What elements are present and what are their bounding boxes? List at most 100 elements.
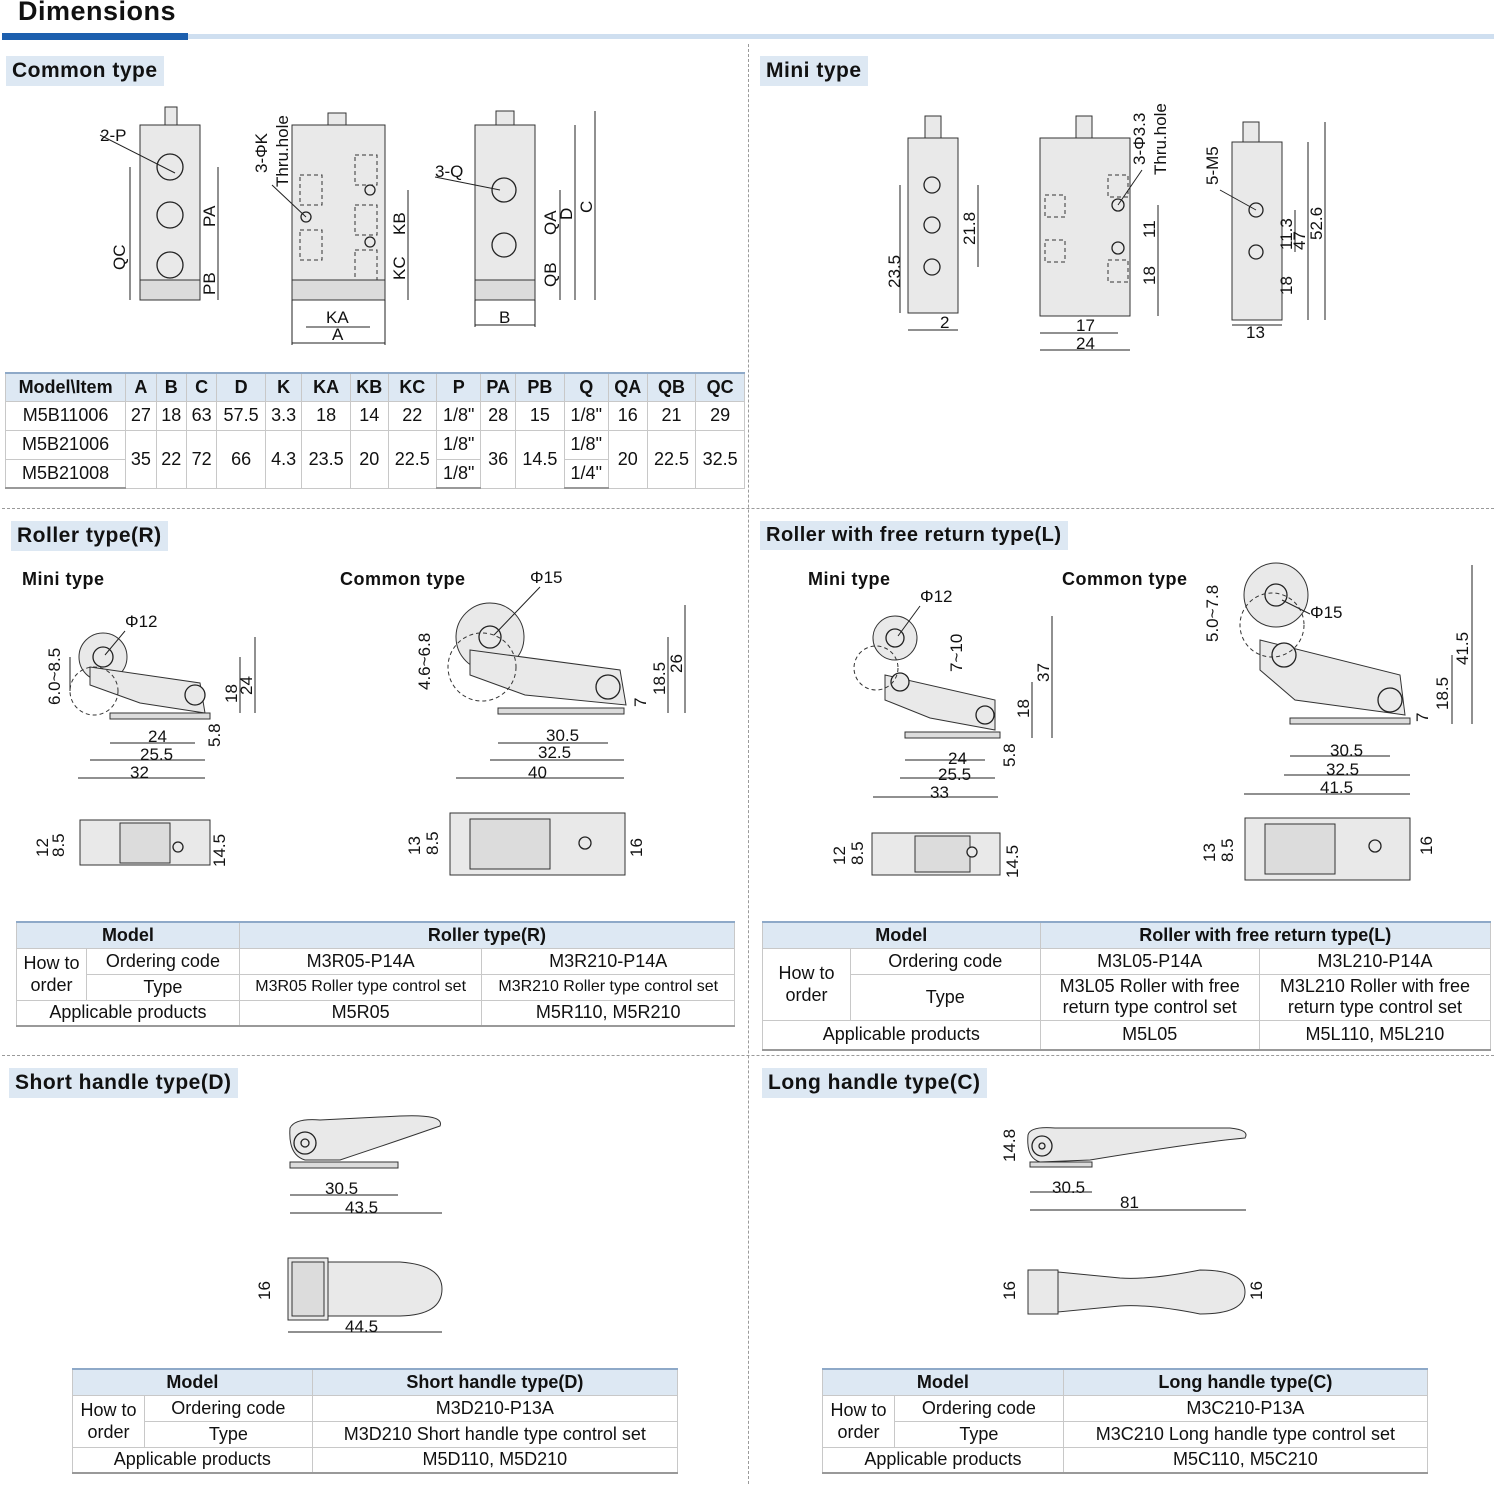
cell: M5R05 bbox=[238, 999, 483, 1027]
short-handle-table: Model Short handle type(D) How to order … bbox=[72, 1368, 679, 1474]
label-l-33: 33 bbox=[930, 783, 949, 802]
label-52-6: 52.6 bbox=[1307, 207, 1326, 240]
label-l-phi12: Φ12 bbox=[920, 587, 952, 606]
cell: 3.3 bbox=[264, 400, 303, 431]
label-r-32-5: 32.5 bbox=[538, 743, 571, 762]
label-18: 18 bbox=[1140, 266, 1159, 285]
table-row: Applicable products M5R05 M5R110, M5R210 bbox=[16, 999, 735, 1027]
type-line: M3L210 Roller with free bbox=[1279, 976, 1470, 996]
common-plunger bbox=[164, 106, 178, 126]
roller-free-drawings: Φ12 7~10 37 18 5.8 24 25.5 33 5.0~7.8 Φ1… bbox=[830, 562, 1473, 881]
label-23-5: 23.5 bbox=[885, 255, 904, 288]
label-qb: QB bbox=[541, 262, 560, 287]
label-c-14-8: 14.8 bbox=[1000, 1129, 1019, 1162]
label-c-16b: 16 bbox=[1247, 1281, 1266, 1300]
cell: 18 bbox=[155, 400, 187, 431]
th-qa: QA bbox=[607, 372, 648, 402]
cell-how-to-order: How to order bbox=[16, 947, 87, 1001]
label-2: 2 bbox=[940, 313, 949, 332]
how-to-text: How to bbox=[80, 1400, 137, 1420]
label-kc: KC bbox=[390, 256, 409, 280]
label-r-18-5: 18.5 bbox=[650, 662, 669, 695]
label-c-81: 81 bbox=[1120, 1193, 1139, 1212]
th-model: Model bbox=[822, 1368, 1064, 1396]
table-row: How to order Ordering code M3R05-P14A M3… bbox=[16, 947, 735, 1001]
cell: 15 bbox=[515, 400, 565, 431]
label-l-8-5: 8.5 bbox=[848, 841, 867, 865]
cell: 1/8" bbox=[563, 429, 609, 460]
th-model: Model bbox=[762, 921, 1041, 949]
label-13: 13 bbox=[1246, 323, 1265, 342]
label-3k: 3-ΦK bbox=[252, 132, 271, 173]
label-a: A bbox=[332, 325, 344, 344]
cell: M5D110, M5D210 bbox=[311, 1446, 679, 1474]
label-c: C bbox=[577, 201, 596, 213]
label-r-14-5: 14.5 bbox=[210, 834, 229, 867]
cell: 22 bbox=[387, 400, 438, 431]
cell: 63 bbox=[185, 400, 218, 431]
table-row: Type M3R05 Roller type control set M3R21… bbox=[17, 973, 735, 1001]
title-underline bbox=[188, 34, 1494, 39]
th-kc: KC bbox=[387, 372, 438, 402]
cell: 20 bbox=[349, 429, 389, 489]
cell: 27 bbox=[125, 400, 157, 431]
table-row: M5B11006 27 18 63 57.5 3.3 18 14 22 1/8"… bbox=[4, 400, 745, 431]
cell: M3R210 Roller type control set bbox=[481, 973, 735, 1001]
order-text: order bbox=[785, 985, 828, 1005]
how-to-text: How to bbox=[778, 963, 835, 983]
table-row: Type M3L05 Roller with free return type … bbox=[763, 973, 1492, 1021]
label-l-5-8: 5.8 bbox=[1000, 743, 1019, 767]
label-qa: QA bbox=[541, 210, 560, 235]
label-l-41-5: 41.5 bbox=[1453, 632, 1472, 665]
cell: 14 bbox=[349, 400, 389, 431]
label-l-18-5: 18.5 bbox=[1433, 677, 1452, 710]
label-l-13: 13 bbox=[1200, 843, 1219, 862]
cell: M3L210 Roller with free return type cont… bbox=[1258, 973, 1492, 1021]
label-3-phi-3-3: 3-Φ3.3 bbox=[1130, 113, 1149, 165]
cell: M3L05-P14A bbox=[1039, 947, 1260, 975]
cell: Applicable products bbox=[72, 1446, 313, 1474]
cell: M5L110, M5L210 bbox=[1258, 1019, 1492, 1051]
label-r-5-8: 5.8 bbox=[205, 723, 224, 747]
label-18-mini3: 18 bbox=[1277, 276, 1296, 295]
section-long-handle: Long handle type(C) bbox=[762, 1068, 987, 1098]
label-pb: PB bbox=[200, 272, 219, 295]
th-ka: KA bbox=[301, 372, 351, 402]
label-l-41-5b: 41.5 bbox=[1320, 778, 1353, 797]
th-pa: PA bbox=[480, 372, 517, 402]
how-to-text: How to bbox=[830, 1400, 887, 1420]
th-long-handle: Long handle type(C) bbox=[1062, 1368, 1429, 1396]
roller-mini-label: Mini type bbox=[22, 569, 105, 589]
label-r-12: 12 bbox=[33, 838, 52, 857]
label-b: B bbox=[499, 308, 510, 327]
section-roller-type: Roller type(R) bbox=[11, 521, 168, 551]
label-thru-hole: Thru.hole bbox=[273, 115, 292, 187]
cell: 1/8" bbox=[436, 458, 482, 489]
cell: 1/8" bbox=[563, 400, 609, 431]
type-line: M3L05 Roller with free bbox=[1059, 976, 1240, 996]
table-row: How to order Ordering code M3L05-P14A M3… bbox=[762, 947, 1492, 1021]
cell: M3L05 Roller with free return type contr… bbox=[1039, 973, 1260, 1021]
horizontal-divider-1 bbox=[2, 508, 1494, 509]
label-r-8-5: 8.5 bbox=[49, 833, 68, 857]
label-r-18: 18 bbox=[222, 684, 241, 703]
label-qc: QC bbox=[110, 245, 129, 271]
label-24: 24 bbox=[1076, 334, 1095, 353]
cell: Type bbox=[144, 1420, 313, 1448]
th-model: Model bbox=[16, 921, 240, 949]
label-r-phi15: Φ15 bbox=[530, 568, 562, 587]
label-l-12: 12 bbox=[830, 846, 849, 865]
cell: 1/8" bbox=[436, 400, 482, 431]
label-l-32-5: 32.5 bbox=[1326, 760, 1359, 779]
label-d-16: 16 bbox=[255, 1281, 274, 1300]
table-row: Applicable products M5D110, M5D210 bbox=[72, 1446, 679, 1474]
cell: 4.3 bbox=[264, 429, 303, 489]
cell: 22.5 bbox=[646, 429, 697, 489]
cell: 28 bbox=[480, 400, 517, 431]
label-l-7-10: 7~10 bbox=[947, 634, 966, 672]
label-d-43-5: 43.5 bbox=[345, 1198, 378, 1217]
label-l-5-7-8: 5.0~7.8 bbox=[1203, 585, 1222, 642]
cell: Ordering code bbox=[144, 1394, 313, 1422]
label-r-16: 16 bbox=[627, 838, 646, 857]
label-d: D bbox=[557, 208, 576, 220]
